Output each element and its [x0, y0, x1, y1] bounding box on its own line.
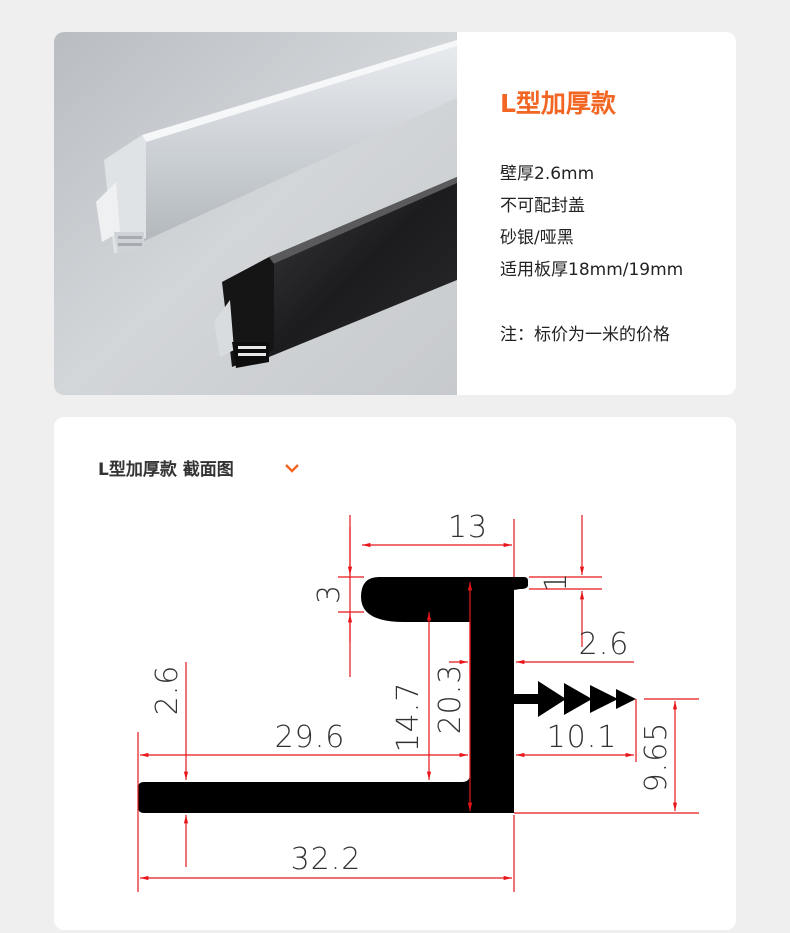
- price-note: 注：标价为一米的价格: [500, 325, 670, 345]
- dim-top-width: 13: [448, 510, 488, 545]
- dim-inner-height-short: 14.7: [391, 682, 426, 753]
- cross-section-drawing: 13 3 1 2.6 2.6 29.6 14.7 20.3 10.1 9.65 …: [137, 510, 699, 892]
- dim-wall-thickness: 2.6: [579, 627, 630, 662]
- profile-shape: [138, 577, 636, 813]
- chevron-down-icon[interactable]: [284, 463, 300, 473]
- dim-base-thickness: 2.6: [150, 665, 185, 716]
- spec-wall-thickness: 壁厚2.6mm: [500, 164, 595, 184]
- dim-lip-gap: 1: [539, 572, 574, 592]
- cross-section-card: L型加厚款 截面图: [54, 417, 736, 930]
- black-profile: [214, 177, 457, 368]
- dim-total-width: 32.2: [291, 842, 362, 877]
- product-photo: [54, 32, 457, 395]
- dim-barb-length: 10.1: [547, 720, 618, 755]
- spec-board-thickness: 适用板厚18mm/19mm: [500, 260, 684, 280]
- product-info: L型加厚款 壁厚2.6mm 不可配封盖 砂银/哑黑 适用板厚18mm/19mm …: [500, 32, 736, 395]
- product-title: L型加厚款: [500, 89, 616, 118]
- silver-profile: [96, 40, 457, 254]
- dim-barb-height: 9.65: [639, 722, 674, 793]
- dim-top-thickness: 3: [312, 584, 347, 604]
- dim-inner-height-tall: 20.3: [433, 664, 468, 735]
- spec-colors: 砂银/哑黑: [500, 228, 574, 248]
- dim-inner-width: 29.6: [275, 720, 346, 755]
- spec-cover: 不可配封盖: [500, 196, 585, 216]
- product-card: L型加厚款 壁厚2.6mm 不可配封盖 砂银/哑黑 适用板厚18mm/19mm …: [54, 32, 736, 395]
- dimension-lines: [137, 515, 699, 892]
- section-title: L型加厚款 截面图: [98, 460, 234, 480]
